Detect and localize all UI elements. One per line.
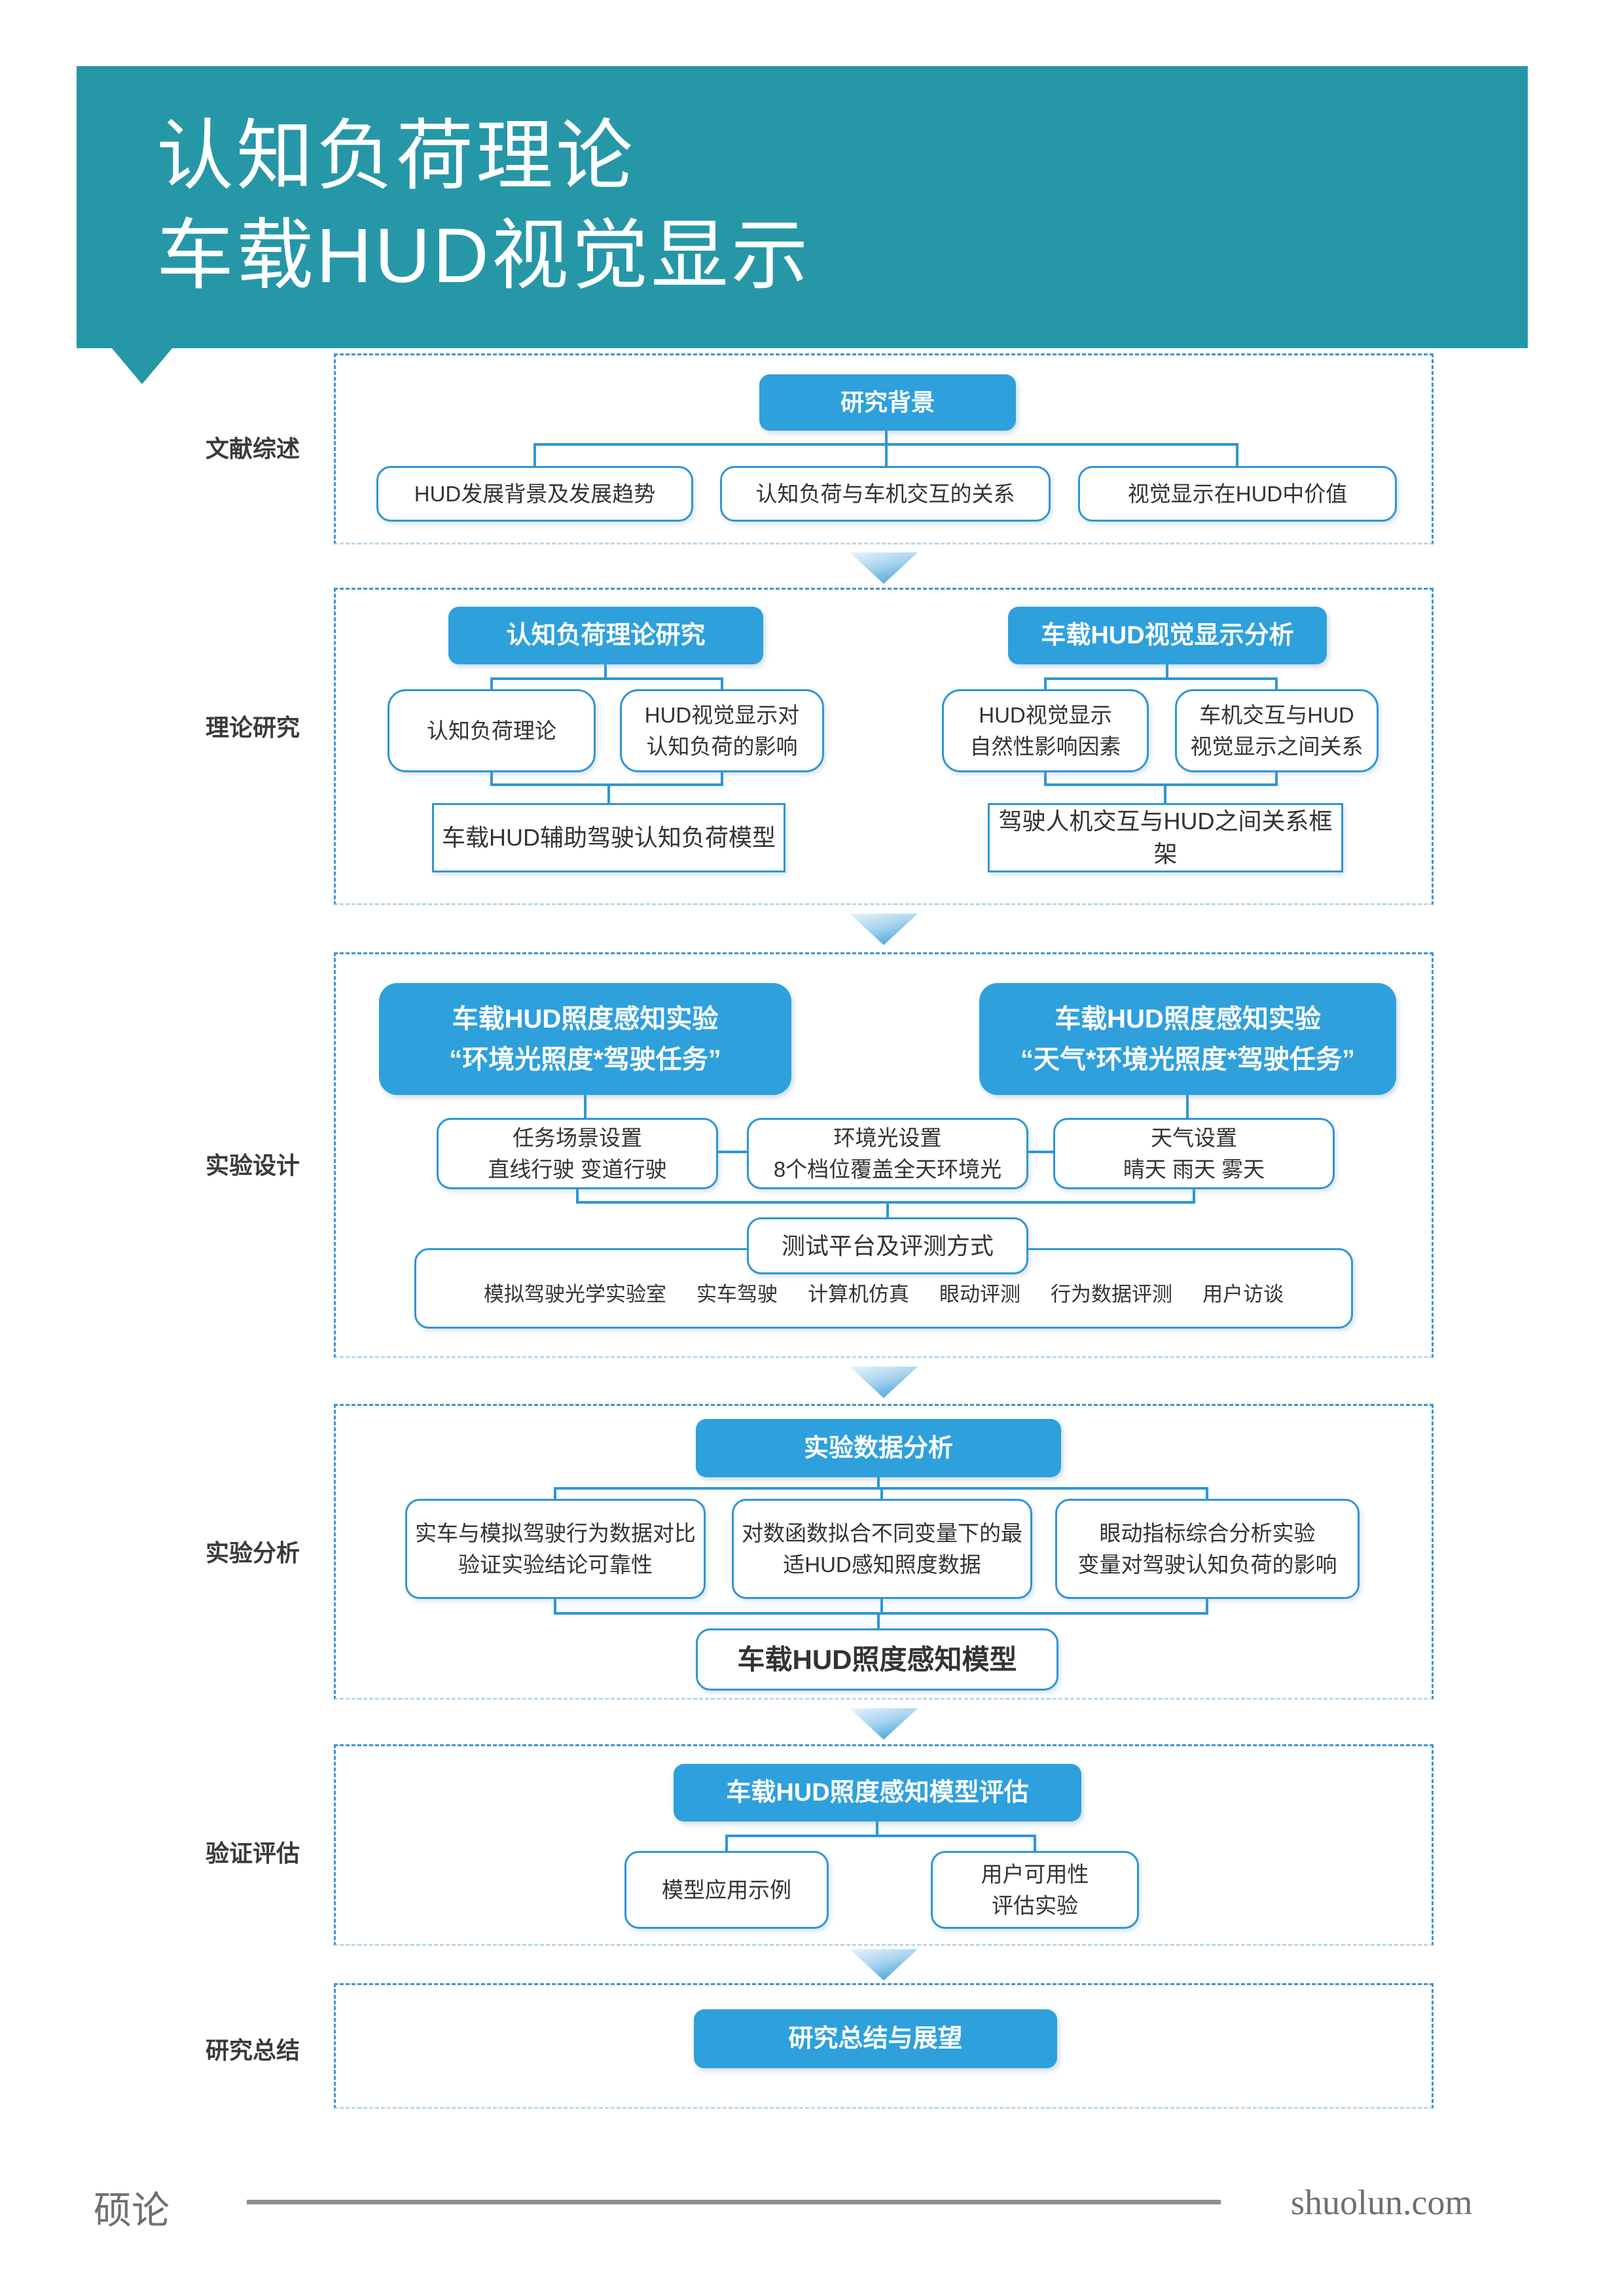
stage-label-summary: 研究总结	[205, 2037, 300, 2064]
title-banner: 认知负荷理论 车载HUD视觉显示	[77, 66, 1528, 348]
page-title-line2: 车载HUD视觉显示	[156, 213, 811, 299]
connector-line	[1045, 783, 1276, 786]
methods-row: 模拟驾驶光学实验室 实车驾驶 计算机仿真 眼动评测 行为数据评测 用户访谈	[414, 1278, 1353, 1312]
connector-line	[721, 677, 723, 689]
footer-divider	[247, 2200, 1221, 2204]
section-frame-literature	[334, 353, 1434, 545]
box-hud-development: HUD发展背景及发展趋势	[376, 466, 693, 522]
box-log-function-fitting: 对数函数拟合不同变量下的最 适HUD感知照度数据	[732, 1499, 1032, 1599]
connector-line	[1028, 1151, 1053, 1153]
section-frame-summary	[334, 1983, 1434, 2109]
connector-line	[886, 1201, 889, 1217]
box-driver-hmi-hud-framework: 驾驶人机交互与HUD之间关系框架	[988, 803, 1343, 872]
box-task-scene-setting: 任务场景设置 直线行驶 变道行驶	[437, 1118, 718, 1189]
footer-site-url: shuolun.com	[1291, 2183, 1473, 2222]
box-eye-tracking-analysis: 眼动指标综合分析实验 变量对驾驶认知负荷的影响	[1055, 1499, 1360, 1599]
box-usability-evaluation: 用户可用性 评估实验	[931, 1851, 1139, 1929]
box-hud-display-impact: HUD视觉显示对 认知负荷的影响	[620, 689, 824, 772]
box-cognitive-load-relation: 认知负荷与车机交互的关系	[720, 466, 1051, 522]
box-ambient-light-setting: 环境光设置 8个档位覆盖全天环境光	[747, 1118, 1028, 1189]
connector-line	[877, 1477, 880, 1490]
connector-line	[492, 677, 722, 680]
down-arrow-icon	[850, 552, 918, 584]
box-model-evaluation: 车载HUD照度感知模型评估	[674, 1764, 1081, 1821]
down-arrow-icon	[850, 1949, 918, 1981]
connector-line	[880, 1599, 883, 1615]
stage-label-theory: 理论研究	[205, 714, 300, 741]
method-item: 眼动评测	[939, 1283, 1020, 1306]
connector-line	[1206, 1487, 1208, 1499]
box-cognitive-load-theory-research: 认知负荷理论研究	[448, 607, 763, 664]
connector-line	[1193, 1189, 1195, 1204]
connector-line	[880, 1487, 883, 1499]
connector-line	[555, 1612, 1208, 1615]
footer-brand: 硕论	[94, 2189, 170, 2232]
connector-line	[554, 1487, 556, 1499]
box-illuminance-experiment-1: 车载HUD照度感知实验 “环境光照度*驾驶任务”	[379, 983, 791, 1095]
box-hud-visual-display-analysis: 车载HUD视觉显示分析	[1008, 607, 1327, 664]
box-hud-illuminance-model: 车载HUD照度感知模型	[696, 1628, 1058, 1691]
connector-line	[554, 1599, 556, 1615]
connector-line	[533, 443, 536, 466]
connector-line	[876, 1821, 878, 1837]
box-research-background: 研究背景	[759, 374, 1016, 431]
connector-line	[490, 772, 493, 786]
connector-line	[1166, 664, 1168, 680]
section-frame-evaluation	[334, 1744, 1434, 1946]
connector-line	[1275, 772, 1278, 786]
method-item: 用户访谈	[1202, 1283, 1284, 1306]
page-title-line1: 认知负荷理论	[156, 113, 636, 200]
down-arrow-icon	[850, 1367, 918, 1398]
box-hmi-hud-relation: 车机交互与HUD 视觉显示之间关系	[1175, 689, 1379, 772]
connector-line	[727, 1835, 1036, 1837]
connector-line	[885, 443, 888, 466]
box-test-platform: 测试平台及评测方式	[747, 1217, 1028, 1274]
connector-line	[1045, 677, 1276, 680]
stage-label-design: 实验设计	[205, 1152, 300, 1179]
stage-label-literature: 文献综述	[205, 435, 300, 462]
banner-tail-decoration	[111, 348, 173, 384]
down-arrow-icon	[850, 914, 918, 945]
box-illuminance-experiment-2: 车载HUD照度感知实验 “天气*环境光照度*驾驶任务”	[979, 983, 1396, 1095]
section-frame-theory	[334, 588, 1434, 905]
down-arrow-icon	[850, 1708, 918, 1740]
connector-line	[1164, 783, 1166, 803]
box-cognitive-load-theory: 认知负荷理论	[388, 689, 596, 772]
connector-line	[1186, 1095, 1189, 1118]
box-summary-outlook: 研究总结与展望	[694, 2009, 1057, 2068]
connector-line	[490, 677, 493, 689]
section-frame-design	[334, 952, 1434, 1358]
stage-label-evaluation: 验证评估	[205, 1840, 300, 1867]
connector-line	[1236, 443, 1238, 466]
box-hud-cognitive-load-model: 车载HUD辅助驾驶认知负荷模型	[432, 803, 785, 872]
section-frame-analysis	[334, 1404, 1434, 1700]
connector-line	[604, 664, 607, 680]
connector-line	[721, 772, 723, 786]
connector-line	[718, 1151, 747, 1153]
connector-line	[1044, 677, 1047, 689]
connector-line	[1044, 772, 1047, 786]
connector-line	[725, 1835, 728, 1851]
connector-line	[885, 431, 888, 446]
method-item: 实车驾驶	[696, 1283, 778, 1306]
connector-line	[1206, 1599, 1208, 1615]
connector-line	[584, 1095, 586, 1118]
connector-line	[607, 783, 610, 803]
box-data-comparison: 实车与模拟驾驶行为数据对比 验证实验结论可靠性	[405, 1499, 706, 1599]
box-weather-setting: 天气设置 晴天 雨天 雾天	[1053, 1118, 1335, 1189]
box-hud-naturalness-factors: HUD视觉显示 自然性影响因素	[942, 689, 1149, 772]
method-item: 模拟驾驶光学实验室	[484, 1283, 666, 1306]
box-model-application-example: 模型应用示例	[624, 1851, 829, 1929]
connector-line	[576, 1189, 579, 1204]
connector-line	[877, 1612, 880, 1628]
box-experiment-data-analysis: 实验数据分析	[696, 1419, 1061, 1477]
method-item: 行为数据评测	[1051, 1283, 1172, 1306]
connector-line	[492, 783, 722, 786]
stage-label-analysis: 实验分析	[205, 1539, 300, 1566]
method-item: 计算机仿真	[808, 1283, 909, 1306]
box-visual-display-value: 视觉显示在HUD中价值	[1078, 466, 1397, 522]
connector-line	[1275, 677, 1278, 689]
connector-line	[1034, 1835, 1036, 1851]
connector-line	[576, 1201, 1195, 1204]
